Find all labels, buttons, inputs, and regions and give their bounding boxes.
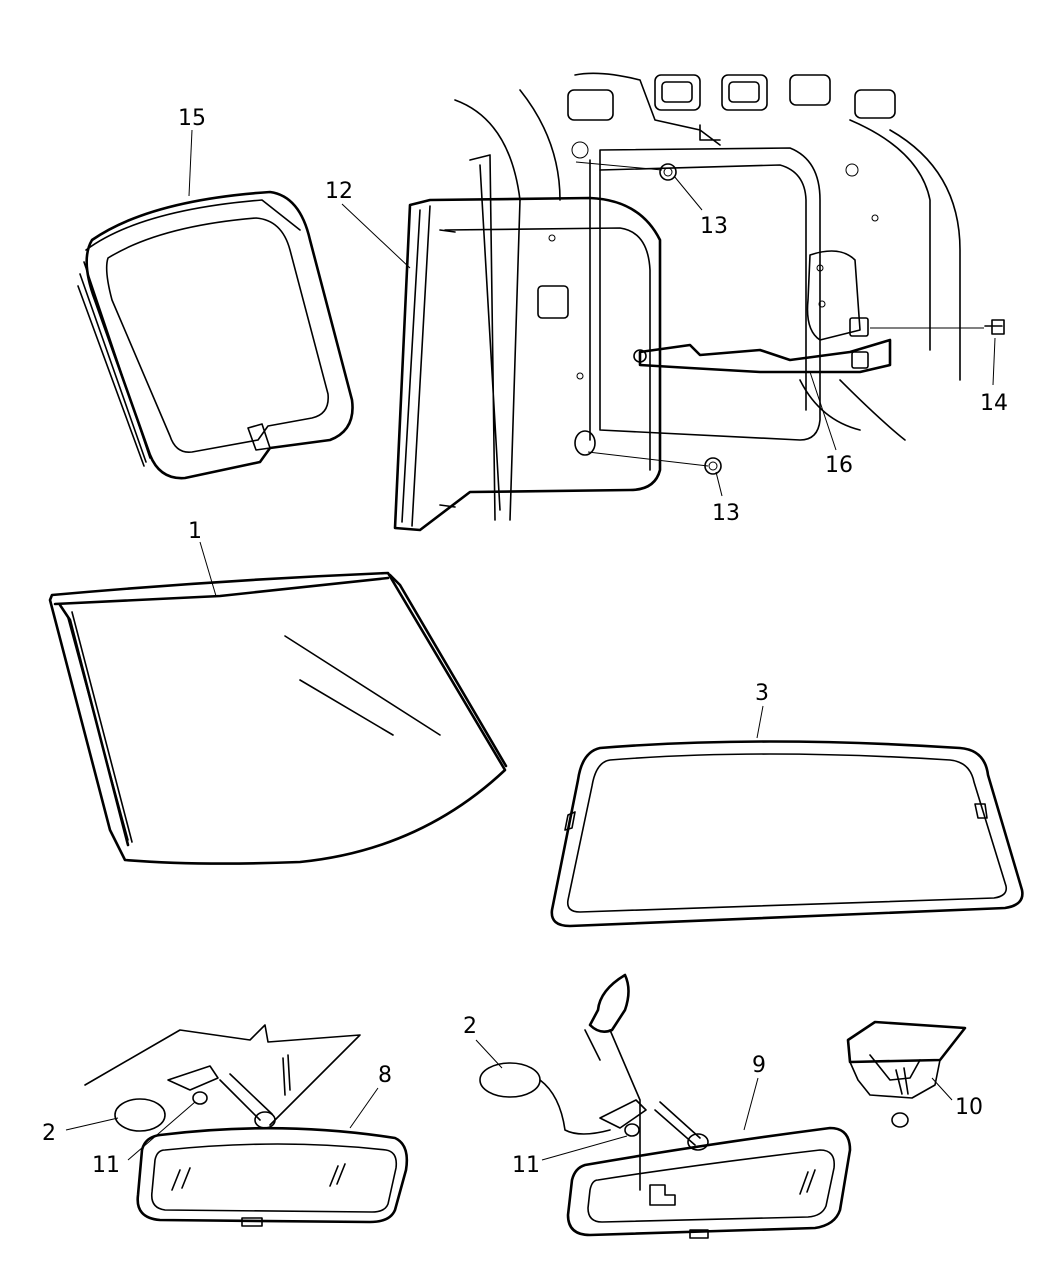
- windshield-glass: [48, 571, 508, 865]
- callout-11-left: 11: [92, 1153, 120, 1178]
- callout-13-bottom: 13: [712, 501, 740, 526]
- callout-1: 1: [188, 519, 202, 544]
- callout-11-right: 11: [512, 1153, 540, 1178]
- callout-15: 15: [178, 106, 206, 131]
- mirror-bracket: [846, 1020, 967, 1128]
- rearview-mirror-left: [84, 1024, 409, 1227]
- body-side-panel: [393, 72, 1005, 532]
- callout-9: 9: [752, 1053, 766, 1078]
- callout-13-top: 13: [700, 214, 728, 239]
- rearview-mirror-right: [479, 973, 852, 1239]
- callout-2-right: 2: [463, 1014, 477, 1039]
- callout-labels: 15 12 13 13 14 16 1 3 2 11 8 2 11 9 10: [42, 106, 1008, 1178]
- callout-10: 10: [955, 1095, 983, 1120]
- callout-16: 16: [825, 453, 853, 478]
- back-glass: [550, 740, 1024, 928]
- callout-3: 3: [755, 681, 769, 706]
- callout-2-left: 2: [42, 1121, 56, 1146]
- callout-8: 8: [378, 1063, 392, 1088]
- callout-14: 14: [980, 391, 1008, 416]
- callout-12: 12: [325, 179, 353, 204]
- leader-lines: [65, 129, 996, 1161]
- vent-glass-frame: [77, 190, 354, 480]
